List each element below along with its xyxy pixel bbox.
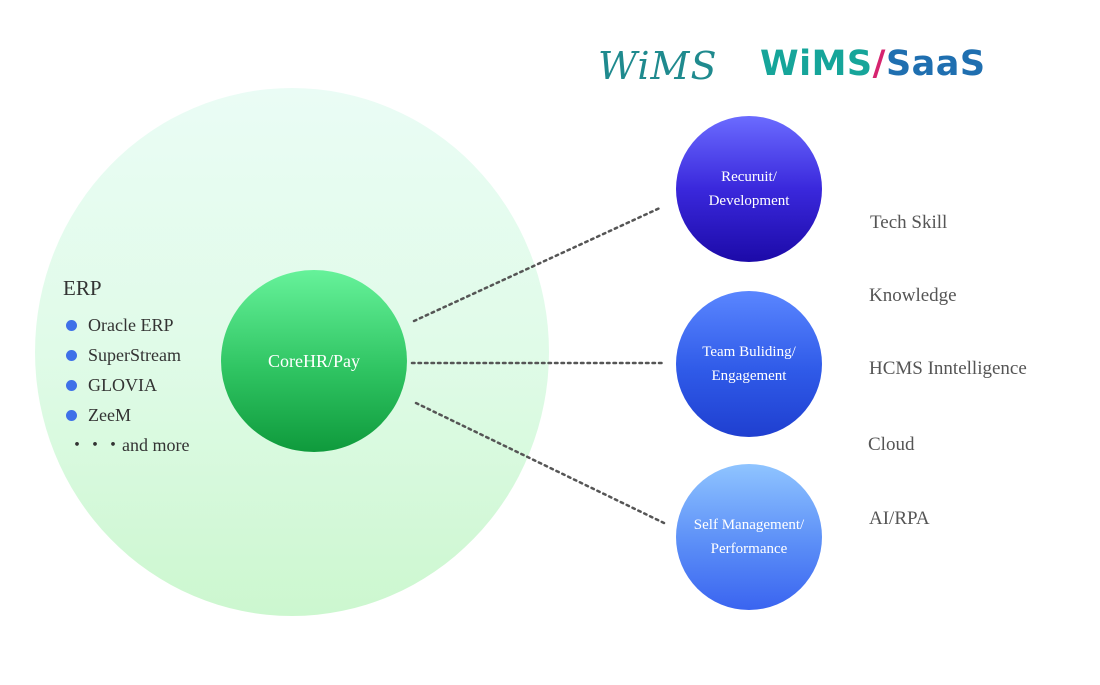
- feature-label-tech-skill: Tech Skill: [870, 212, 948, 233]
- wims-saas-logo-part2: SaaS: [885, 44, 986, 84]
- erp-list: Oracle ERP SuperStream GLOVIA ZeeM: [66, 313, 181, 433]
- module-label-line1: Team Buliding/: [702, 344, 796, 360]
- module-circle-recruit: Recuruit/ Development: [676, 116, 822, 262]
- module-label-line2: Development: [708, 193, 790, 209]
- erp-list-item: ZeeM: [66, 403, 181, 433]
- bullet-dot-icon: [66, 410, 77, 421]
- erp-item-label: SuperStream: [88, 345, 181, 365]
- bullet-dot-icon: [66, 320, 77, 331]
- module-label-line1: Recuruit/: [721, 169, 777, 185]
- module-label-line2: Performance: [710, 541, 788, 557]
- erp-list-item: SuperStream: [66, 343, 181, 373]
- bullet-dot-icon: [66, 380, 77, 391]
- module-circle-team-building: Team Buliding/ Engagement: [676, 291, 822, 437]
- erp-item-label: GLOVIA: [88, 375, 157, 395]
- feature-label-hcms-intelligence: HCMS Inntelligence: [869, 358, 1027, 379]
- feature-label-ai-rpa: AI/RPA: [869, 508, 930, 529]
- erp-list-item: Oracle ERP: [66, 313, 181, 343]
- corehr-label: CoreHR/Pay: [268, 350, 360, 371]
- feature-label-cloud: Cloud: [868, 434, 915, 455]
- module-label-line2: Engagement: [711, 368, 787, 384]
- feature-label-knowledge: Knowledge: [869, 285, 957, 306]
- bullet-dot-icon: [66, 350, 77, 361]
- erp-list-item: GLOVIA: [66, 373, 181, 403]
- corehr-circle: CoreHR/Pay: [221, 270, 407, 452]
- wims-saas-logo-part1: WiMS: [760, 44, 873, 84]
- wims-saas-logo-slash: /: [872, 44, 886, 84]
- wims-logo: WiMS: [598, 44, 718, 88]
- erp-more-text: ・・・and more: [68, 435, 190, 455]
- wims-saas-logo: WiMS/SaaS: [760, 44, 986, 84]
- erp-item-label: ZeeM: [88, 405, 131, 425]
- module-circle-self-management: Self Management/ Performance: [676, 464, 822, 610]
- erp-title: ERP: [63, 276, 102, 300]
- module-label-line1: Self Management/: [693, 517, 805, 533]
- erp-item-label: Oracle ERP: [88, 315, 174, 335]
